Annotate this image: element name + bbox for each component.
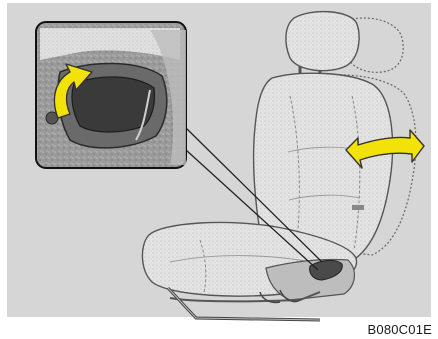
figure-code: B080C01E — [368, 322, 432, 337]
headrest — [286, 12, 359, 80]
seatback-lever-slot — [352, 205, 364, 210]
